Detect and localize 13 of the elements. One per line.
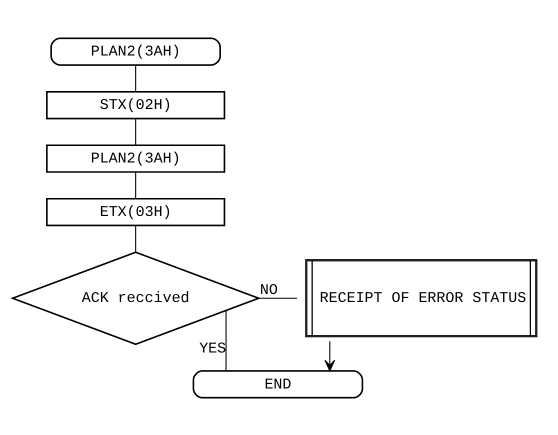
node-box: END [192, 370, 364, 398]
connector [135, 172, 136, 198]
node-box: PLAN2(3AH) [46, 144, 226, 172]
node-box: PLAN2(3AH) [50, 36, 221, 66]
node-box: ETX(03H) [46, 197, 226, 226]
connector [226, 310, 227, 370]
connector [135, 118, 136, 144]
connector [258, 297, 298, 298]
arrow [324, 340, 336, 371]
connector [135, 225, 136, 252]
connector [135, 64, 136, 91]
edge-label: NO [260, 282, 278, 299]
node-box: STX(02H) [46, 90, 226, 119]
